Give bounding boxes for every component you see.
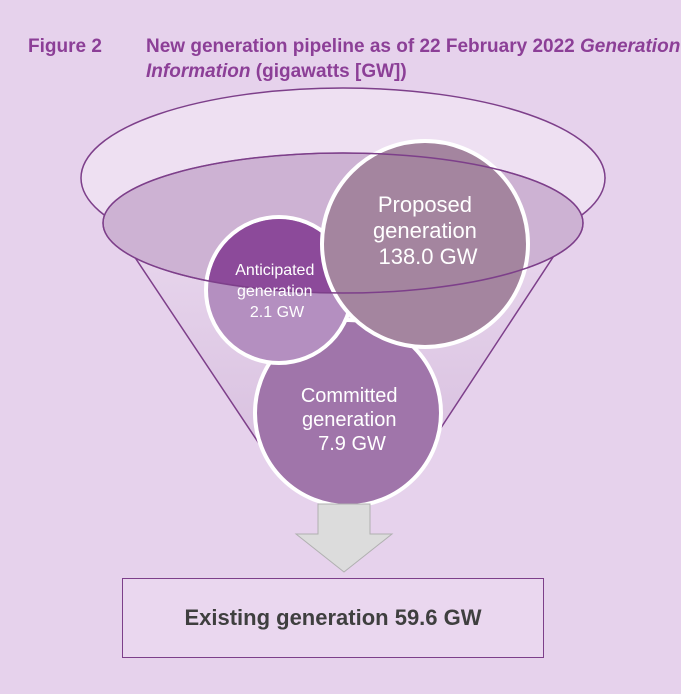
figure-title-part2: (gigawatts [GW]) [250,61,407,82]
proposed-label-1: Proposed [378,192,472,217]
svg-text:Proposed generation 13: Proposed generation 138.0 GW [373,192,483,269]
svg-text:Committed generation 7: Committed generation 7.9 GW [301,385,403,455]
svg-text:Anticipated generation: Anticipated generation 2.1 GW [235,262,319,321]
committed-label-1: Committed [301,385,398,407]
funnel-opening-outline [102,152,584,294]
figure-title: New generation pipeline as of 22 Februar… [146,34,681,84]
figure-label: Figure 2 [28,36,102,57]
figure-title-part1: New generation pipeline as of 22 Februar… [146,36,580,57]
proposed-label-3: 138.0 GW [378,244,477,269]
anticipated-label-3: 2.1 GW [250,304,305,321]
anticipated-label-1: Anticipated [235,262,314,279]
committed-label-2: generation [302,409,397,431]
proposed-bubble [320,139,530,349]
figure-title-italic: Generation Information [146,36,681,82]
down-arrow-icon [294,503,394,573]
committed-label-3: 7.9 GW [318,433,386,455]
proposed-label-2: generation [373,218,477,243]
existing-generation-label: Existing generation 59.6 GW [184,605,482,630]
anticipated-label-2: generation [237,283,313,300]
existing-generation-box: Existing generation 59.6 GW [122,578,544,658]
